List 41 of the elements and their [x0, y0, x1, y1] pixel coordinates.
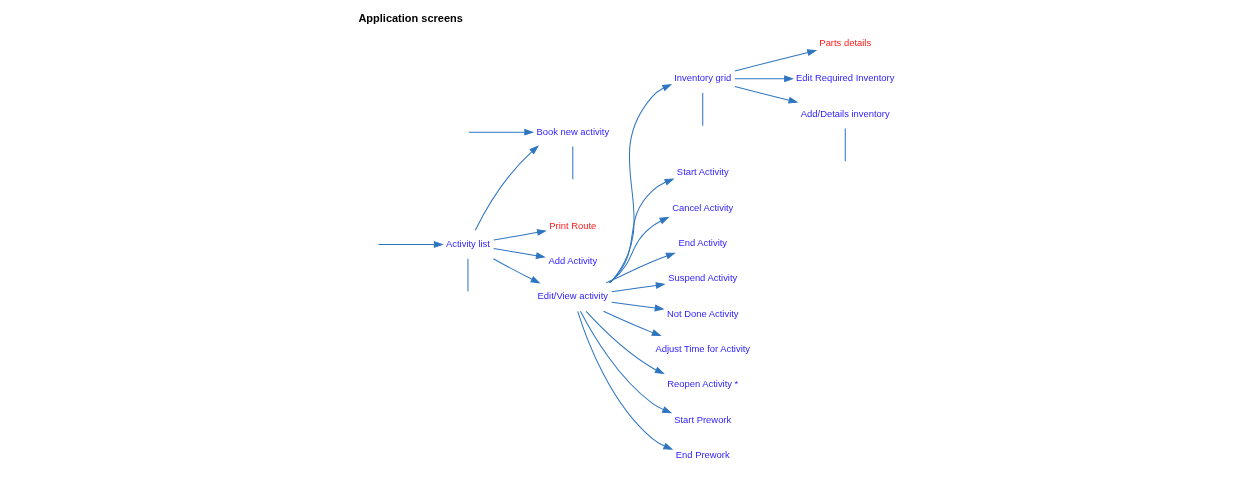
arrow [377, 240, 444, 248]
arrow [467, 128, 534, 136]
connector [844, 127, 846, 162]
connector [571, 146, 573, 180]
arrow [576, 310, 673, 450]
arrow [733, 49, 817, 72]
diagram-title: Application screens [357, 12, 463, 25]
node-text: Cancel Activity [671, 201, 733, 213]
arrow [585, 310, 665, 375]
node-text: Parts details [818, 36, 871, 48]
node-text: End Activity [677, 237, 727, 249]
node-text: End Prework [675, 449, 730, 461]
node-text: Book new activity [535, 125, 609, 137]
arrow [610, 282, 666, 293]
node-text: Start Prework [673, 413, 731, 425]
arrow [492, 229, 547, 241]
node-text: Suspend Activity [667, 272, 737, 284]
node-text: Edit/View activity [537, 290, 608, 302]
node-text: Add Activity [547, 255, 597, 267]
node-text: Reopen Activity * [666, 378, 738, 390]
node-text: Print Route [548, 219, 596, 231]
arrow [607, 216, 669, 284]
node-text: Activity list [445, 237, 490, 249]
node-text: Edit Required Inventory [795, 72, 894, 84]
arrow [610, 301, 665, 312]
arrow [733, 75, 794, 83]
arrow [579, 310, 672, 414]
node-text: Add/Details inventory [800, 107, 890, 119]
arrow [609, 84, 672, 284]
connector [701, 92, 703, 127]
arrow [474, 145, 539, 231]
arrow [608, 178, 675, 284]
node-text: Not Done Activity [666, 307, 739, 319]
node-text: Inventory grid [673, 72, 731, 84]
node-text: Adjust Time for Activity [654, 343, 750, 355]
arrow [492, 258, 540, 284]
arrow [733, 86, 798, 104]
arrow [492, 248, 546, 260]
node-text: Start Activity [676, 166, 729, 178]
arrow [604, 252, 676, 284]
arrow [602, 310, 662, 337]
